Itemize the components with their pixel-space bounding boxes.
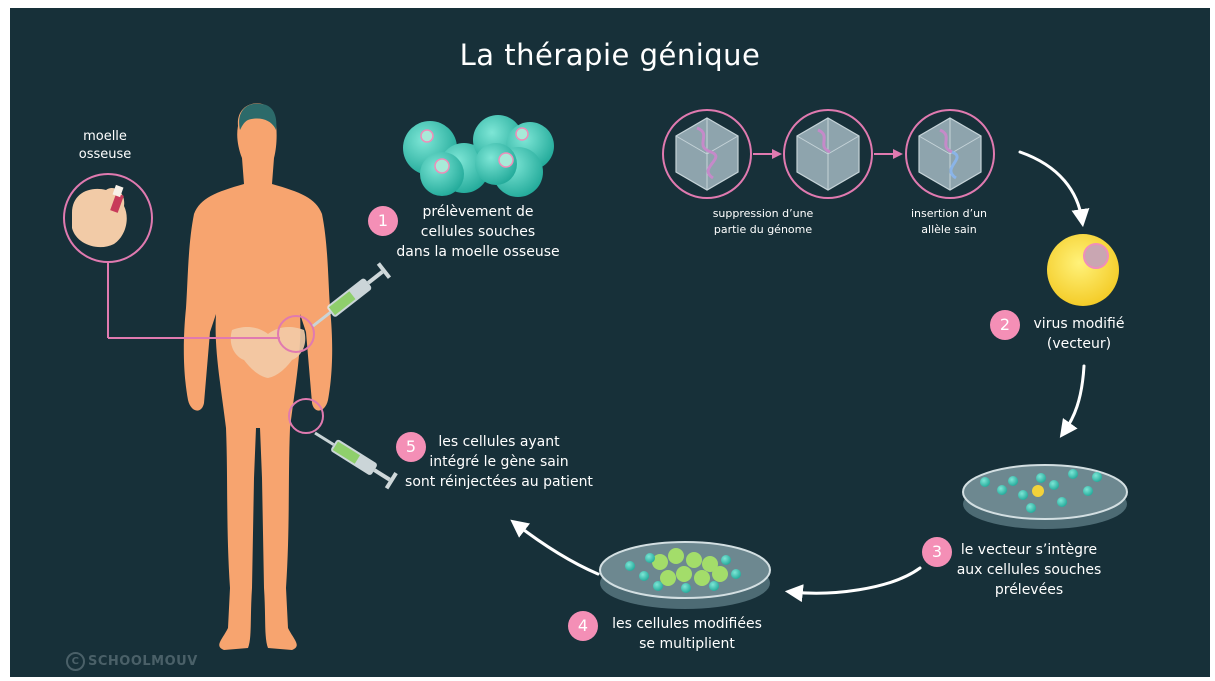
step-3-badge: 3 [922,537,952,567]
step-5-caption: les cellules ayant intégré le gène sain … [394,432,604,492]
step-4-caption: les cellules modifiées se multiplient [602,614,772,654]
arrow-to-multiply [792,568,920,593]
page-title: La thérapie génique [10,38,1210,72]
stem-cells-cluster [403,115,554,197]
step-1-caption: prélèvement de cellules souches dans la … [386,202,570,262]
arrow-to-dish [1064,366,1084,432]
virus-sequence [663,110,994,198]
step-4-badge: 4 [568,611,598,641]
petri-dish-multiplied [600,542,770,609]
arrow-to-vector [1020,152,1082,220]
modified-virus-vector [1047,234,1119,306]
virus-original [663,110,751,198]
step-3-caption: le vecteur s’intègre aux cellules souche… [954,540,1104,600]
human-body-figure [184,103,332,650]
virus-removal-caption: suppression d’une partie du génome [696,206,830,238]
injection-site-marker [289,399,323,433]
virus-genome-removed [784,110,872,198]
syringe-injection [310,425,398,489]
diagram-canvas: La thérapie génique moelle osseuse suppr… [10,8,1210,677]
marrow-label: moelle osseuse [70,128,140,164]
virus-insertion-caption: insertion d’un allèle sain [894,206,1004,238]
arrow-to-reinject [516,524,598,574]
step-2-caption: virus modifié (vecteur) [1024,314,1134,354]
virus-allele-inserted [906,110,994,198]
copyright-icon: C [66,652,85,671]
petri-dish-vector [963,465,1127,529]
step-2-badge: 2 [990,310,1020,340]
